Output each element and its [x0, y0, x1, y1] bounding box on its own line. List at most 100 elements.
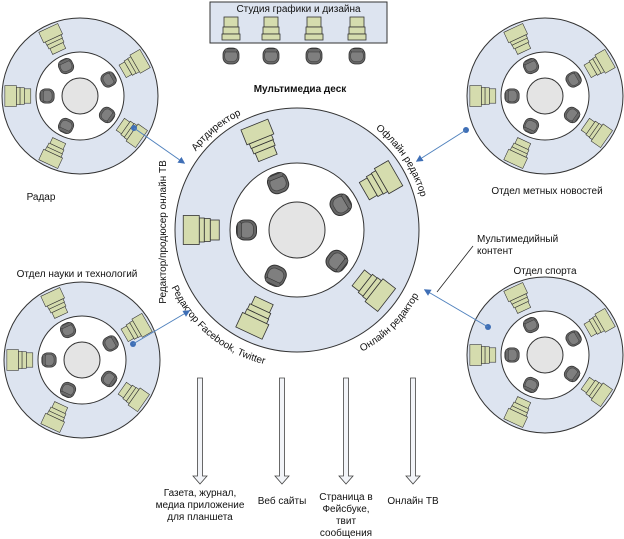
desk-icon: [6, 349, 34, 371]
chair-icon: [523, 376, 540, 393]
round-table: [526, 77, 564, 115]
desk-icon: [40, 287, 69, 319]
desk-icon: [351, 269, 397, 313]
desk-icon: [261, 16, 281, 41]
design-studio: Студия графики и дизайна: [209, 1, 388, 65]
multimedia-desk-title: Мультимедиа деск: [254, 84, 348, 95]
connector-sports: [423, 289, 489, 328]
dept-room-science: [3, 281, 161, 439]
chair-icon: [504, 347, 520, 363]
desk-icon: [503, 137, 532, 169]
round-table: [61, 77, 99, 115]
desk-icon: [117, 381, 150, 413]
chair-icon: [266, 172, 290, 195]
chair-icon: [60, 381, 77, 398]
studio-seats: [221, 16, 367, 65]
chair-icon: [236, 219, 257, 241]
connector-radar: [133, 127, 186, 164]
down-arrow-icon: [192, 377, 208, 485]
dept-label-sports: Отдел спорта: [513, 266, 576, 277]
desk-icon: [240, 118, 278, 163]
chair-icon: [39, 88, 55, 104]
output-label: для планшета: [167, 512, 233, 523]
dept-label-radar: Радар: [27, 192, 56, 203]
chair-icon: [305, 47, 323, 65]
output-label: Газета, журнал,: [164, 488, 237, 499]
desk-icon: [38, 23, 67, 55]
central-multimedia-desk: [174, 107, 420, 353]
desk-icon: [580, 376, 613, 408]
chair-icon: [504, 88, 520, 104]
role-label-tv-producer: Редактор/продюсер онлайн ТВ: [158, 160, 169, 304]
annotation-line-2: контент: [477, 246, 513, 257]
dept-room-radar: [1, 17, 159, 175]
chair-icon: [523, 117, 540, 134]
output-label: Онлайн ТВ: [387, 496, 439, 507]
chair-icon: [222, 47, 240, 65]
chair-icon: [98, 106, 116, 124]
round-table: [526, 336, 564, 374]
rooms-layer: [1, 17, 624, 439]
chair-icon: [348, 47, 366, 65]
chair-icon: [565, 71, 582, 88]
chair-icon: [100, 71, 117, 88]
output-label: Страница в: [319, 492, 372, 503]
chair-icon: [262, 47, 280, 65]
desk-icon: [580, 117, 613, 149]
output-label: Фейсбуке,: [322, 503, 369, 515]
desk-icon: [40, 401, 69, 433]
desk-icon: [4, 85, 32, 107]
desk-icon: [503, 396, 532, 428]
chair-icon: [523, 317, 540, 334]
down-arrow-icon: [338, 377, 354, 485]
desk-icon: [221, 16, 241, 41]
desk-icon: [503, 23, 532, 55]
desk-icon: [115, 117, 148, 149]
connector-metro: [415, 129, 467, 162]
down-arrow-icon: [274, 377, 290, 485]
output-label: Веб сайты: [258, 495, 307, 507]
chair-icon: [100, 370, 118, 388]
chair-icon: [58, 117, 75, 134]
chair-icon: [329, 193, 353, 216]
round-table: [268, 201, 326, 259]
chair-icon: [565, 330, 582, 347]
annotation-line-1: Мультимедийный: [477, 234, 558, 245]
studio-title: Студия графики и дизайна: [236, 3, 361, 15]
desk-icon: [38, 137, 67, 169]
output-label: медиа приложение: [156, 500, 245, 511]
desk-icon: [304, 16, 324, 41]
annotation-leader-line: [436, 245, 474, 293]
chair-icon: [563, 106, 581, 124]
dept-room-metro-news: [466, 17, 624, 175]
chair-icon: [102, 335, 119, 352]
dept-room-sports: [466, 276, 624, 434]
chair-icon: [58, 58, 75, 75]
dept-label-science: Отдел науки и технологий: [17, 269, 138, 280]
dept-label-metro-news: Отдел метных новостей: [491, 186, 602, 197]
desk-icon: [583, 307, 616, 338]
department-connectors: [130, 125, 491, 347]
desk-icon: [235, 295, 274, 340]
down-arrow-icon: [405, 377, 421, 485]
desk-icon: [347, 16, 367, 41]
desk-icon: [118, 48, 151, 79]
output-label: сообщения: [320, 527, 372, 539]
desk-icon: [469, 85, 497, 107]
desk-icon: [182, 215, 220, 245]
chair-icon: [264, 264, 287, 287]
chair-icon: [41, 352, 57, 368]
chair-icon: [60, 322, 77, 339]
round-table: [63, 341, 101, 379]
desk-icon: [120, 312, 153, 343]
chair-icon: [325, 249, 349, 273]
connector-science: [132, 310, 191, 345]
desk-icon: [583, 48, 616, 79]
desk-icon: [503, 282, 532, 314]
desk-icon: [358, 160, 404, 201]
desk-icon: [469, 344, 497, 366]
output-label: твит: [336, 516, 356, 527]
chair-icon: [563, 365, 581, 383]
